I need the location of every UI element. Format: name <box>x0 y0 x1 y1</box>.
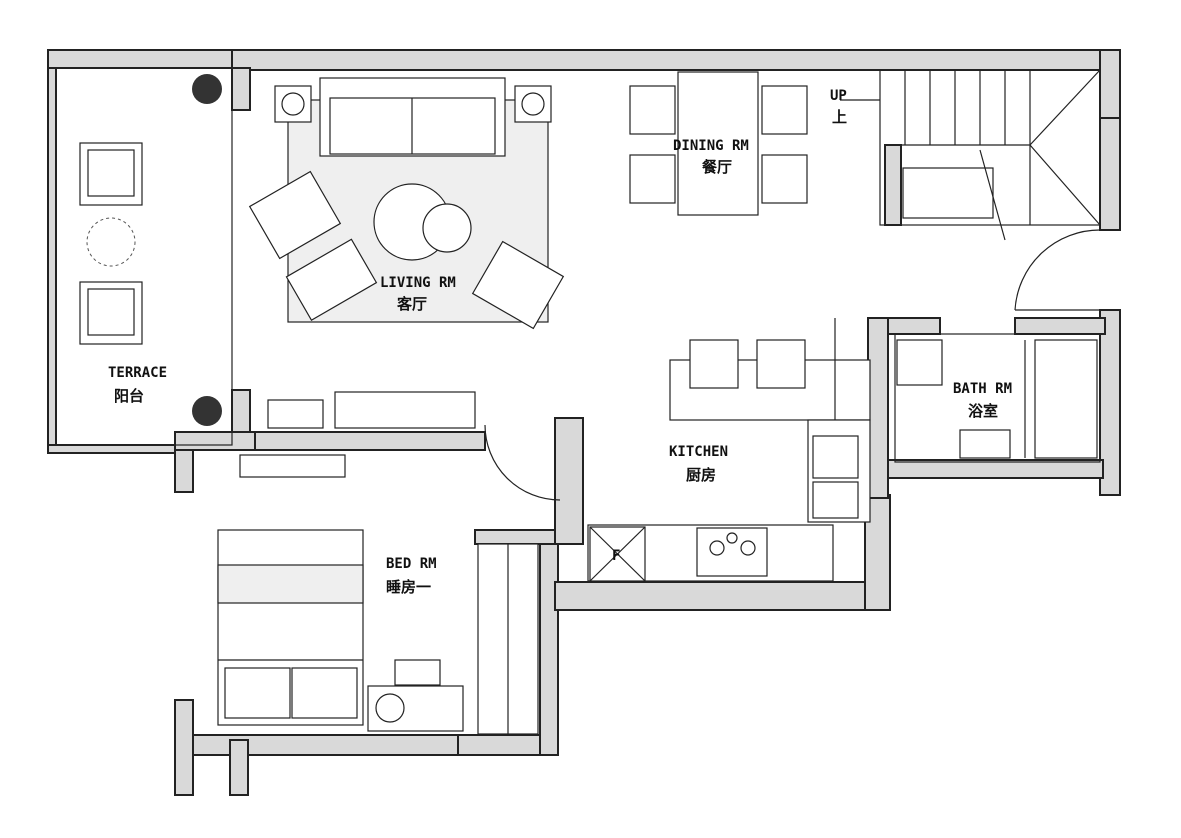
door-swings <box>484 229 1101 501</box>
room-name-en: BATH RM <box>953 381 1012 397</box>
fridge-label: F <box>612 548 620 564</box>
room-label-dining: DINING RM 餐厅 <box>673 138 749 176</box>
living-room-furniture <box>248 77 565 330</box>
plant-icon <box>192 74 222 426</box>
stair-label-zh: 上 <box>832 108 847 126</box>
room-name-zh: 餐厅 <box>702 158 732 176</box>
room-label-bed: BED RM 睡房一 <box>386 556 437 596</box>
room-name-en: LIVING RM <box>380 275 456 291</box>
bedroom-furniture <box>217 454 539 735</box>
walls <box>47 49 1121 796</box>
room-label-kitchen: KITCHEN 厨房 <box>669 444 728 484</box>
room-label-terrace: TERRACE 阳台 <box>108 365 167 405</box>
stairs <box>840 69 1101 241</box>
room-name-en: KITCHEN <box>669 444 728 460</box>
stair-label-en: UP <box>830 88 847 104</box>
room-label-living: LIVING RM 客厅 <box>380 275 456 313</box>
room-name-en: DINING RM <box>673 138 749 154</box>
room-name-zh: 阳台 <box>114 387 144 405</box>
room-name-zh: 睡房一 <box>386 578 431 596</box>
room-label-bath: BATH RM 浴室 <box>953 381 1012 420</box>
kitchen-furniture <box>587 318 871 582</box>
bathroom-furniture <box>894 333 1101 463</box>
room-name-en: BED RM <box>386 556 437 572</box>
room-name-zh: 浴室 <box>968 402 998 420</box>
dining-furniture <box>629 71 808 216</box>
terrace-furniture <box>79 142 143 345</box>
room-name-zh: 厨房 <box>686 466 716 484</box>
stair-label: UP 上 <box>830 88 847 126</box>
room-name-en: TERRACE <box>108 365 167 381</box>
tv-console <box>267 391 476 429</box>
room-name-zh: 客厅 <box>396 295 427 313</box>
